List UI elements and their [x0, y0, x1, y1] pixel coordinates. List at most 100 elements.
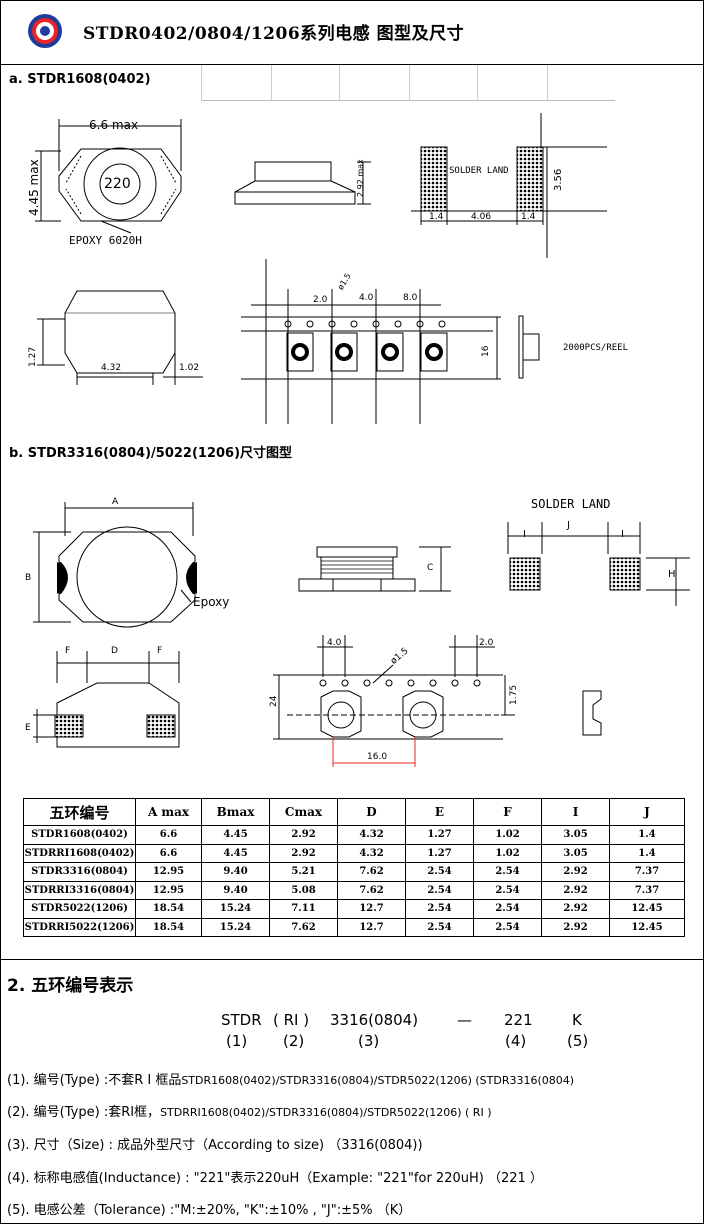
- value-cell: 9.40: [201, 862, 270, 882]
- land-w2-label: 1.4: [521, 212, 536, 222]
- land-gap-label: 4.06: [471, 212, 492, 222]
- value-cell: 6.6: [135, 843, 202, 863]
- b-dim-e-label: E: [25, 723, 31, 733]
- header-grid: [201, 65, 615, 101]
- table-header-cell: F: [473, 798, 542, 826]
- b-solder-land-label: SOLDER LAND: [531, 497, 611, 511]
- value-cell: 2.54: [473, 862, 542, 882]
- value-cell: 9.40: [201, 880, 270, 900]
- code-part-ri: ( RI ): [273, 1011, 310, 1029]
- value-cell: 5.21: [269, 862, 338, 882]
- dim-a-label: 6.6 max: [89, 118, 139, 132]
- value-cell: 5.08: [269, 880, 338, 900]
- code-index-2: (2): [283, 1032, 305, 1050]
- value-cell: 7.62: [337, 862, 406, 882]
- value-cell: 12.95: [135, 880, 202, 900]
- b-dim-b-label: B: [25, 573, 32, 583]
- value-cell: 1.02: [473, 843, 542, 863]
- desc-line-4-main: (4). 标称电感值(Inductance) : "221"表示220uH（Ex…: [7, 1171, 543, 1186]
- value-cell: 2.54: [473, 880, 542, 900]
- value-cell: 4.45: [201, 843, 270, 863]
- b-land-j-label: J: [567, 520, 570, 531]
- dim-b-label: 4.45 max: [27, 159, 41, 216]
- value-cell: 3.05: [541, 825, 610, 845]
- b-land-h-label: H: [668, 569, 676, 580]
- table-header-cell: Bmax: [201, 798, 270, 826]
- value-cell: 15.24: [201, 917, 270, 937]
- value-cell: 3.05: [541, 843, 610, 863]
- value-cell: 4.32: [337, 843, 406, 863]
- table-header-cell: I: [541, 798, 610, 826]
- header: STDR0402/0804/1206系列电感 图型及尺寸: [1, 1, 703, 65]
- b-dim-f1-label: F: [65, 646, 71, 656]
- value-cell: 7.37: [609, 880, 685, 900]
- value-cell: 12.95: [135, 862, 202, 882]
- table-header-cell: A max: [135, 798, 202, 826]
- desc-line-2-small: STDRRI1608(0402)/STDR3316(0804)/STDR5022…: [160, 1106, 492, 1119]
- value-cell: 2.54: [405, 862, 474, 882]
- value-cell: 1.27: [405, 825, 474, 845]
- value-cell: 6.6: [135, 825, 202, 845]
- section-2-title: 2. 五环编号表示: [7, 976, 134, 996]
- part-number-cell: STDR5022(1206): [23, 899, 136, 919]
- value-cell: 7.62: [269, 917, 338, 937]
- value-cell: 2.54: [473, 899, 542, 919]
- tape-pitch-4-label: 4.0: [359, 293, 374, 303]
- b-tape-width-label: 24: [269, 695, 279, 707]
- value-cell: 2.54: [473, 917, 542, 937]
- dim-f-label: 1.02: [179, 363, 200, 373]
- value-cell: 12.45: [609, 917, 685, 937]
- desc-line-4: (4). 标称电感值(Inductance) : "221"表示220uH（Ex…: [7, 1167, 543, 1186]
- b-tape-pitch-16-label: 16.0: [367, 752, 388, 762]
- value-cell: 1.4: [609, 843, 685, 863]
- dim-c-label: 2.92 max: [356, 159, 365, 197]
- land-h-label: 3.56: [553, 168, 564, 191]
- value-cell: 1.4: [609, 825, 685, 845]
- desc-line-5-main: (5). 电感公差（Tolerance) :"M:±20%, "K":±10% …: [7, 1203, 412, 1218]
- value-cell: 1.27: [405, 843, 474, 863]
- part-number-cell: STDRRI1608(0402): [23, 843, 136, 863]
- b-land-i2-label: I: [621, 529, 624, 540]
- desc-line-1: (1). 编号(Type) :不套R I 框品STDR1608(0402)/ST…: [7, 1069, 574, 1088]
- code-part-dash: —: [457, 1011, 472, 1029]
- reel-qty-label: 2000PCS/REEL: [563, 343, 629, 353]
- part-number-cell: STDR3316(0804): [23, 862, 136, 882]
- epoxy-label: EPOXY 6020H: [69, 234, 142, 247]
- value-cell: 2.54: [405, 880, 474, 900]
- dim-d-label: 4.32: [101, 363, 122, 373]
- a-tape-drawing: [241, 259, 501, 424]
- section-divider: [1, 959, 703, 960]
- desc-line-2-main: (2). 编号(Type) :套RI框，: [7, 1105, 161, 1120]
- code-part-prefix: STDR: [221, 1011, 262, 1029]
- code-part-size: 3316(0804): [330, 1011, 419, 1029]
- value-cell: 12.45: [609, 899, 685, 919]
- desc-line-1-main: (1). 编号(Type) :不套R I 框品: [7, 1073, 182, 1088]
- value-cell: 7.37: [609, 862, 685, 882]
- company-logo-icon: [28, 14, 62, 48]
- table-header-cell: J: [609, 798, 685, 826]
- value-cell: 12.7: [337, 917, 406, 937]
- b-top-view-drawing: [33, 502, 197, 628]
- value-cell: 2.54: [405, 899, 474, 919]
- code-part-tolerance: K: [572, 1011, 582, 1029]
- value-cell: 2.54: [405, 917, 474, 937]
- value-cell: 18.54: [135, 917, 202, 937]
- desc-line-1-small: STDR1608(0402)/STDR3316(0804)/STDR5022(1…: [181, 1074, 575, 1087]
- marking-label: 220: [104, 176, 131, 192]
- solder-land-a-label: SOLDER LAND: [449, 166, 509, 176]
- desc-line-3: (3). 尺寸（Size) : 成品外型尺寸（According to size…: [7, 1134, 423, 1153]
- value-cell: 2.92: [541, 862, 610, 882]
- section-a-title: a. STDR1608(0402): [9, 72, 151, 87]
- value-cell: 18.54: [135, 899, 202, 919]
- value-cell: 7.62: [337, 880, 406, 900]
- value-cell: 4.32: [337, 825, 406, 845]
- value-cell: 2.92: [541, 917, 610, 937]
- section-b-title: b. STDR3316(0804)/5022(1206)尺寸图型: [9, 446, 293, 461]
- b-epoxy-label: Epoxy: [193, 595, 230, 609]
